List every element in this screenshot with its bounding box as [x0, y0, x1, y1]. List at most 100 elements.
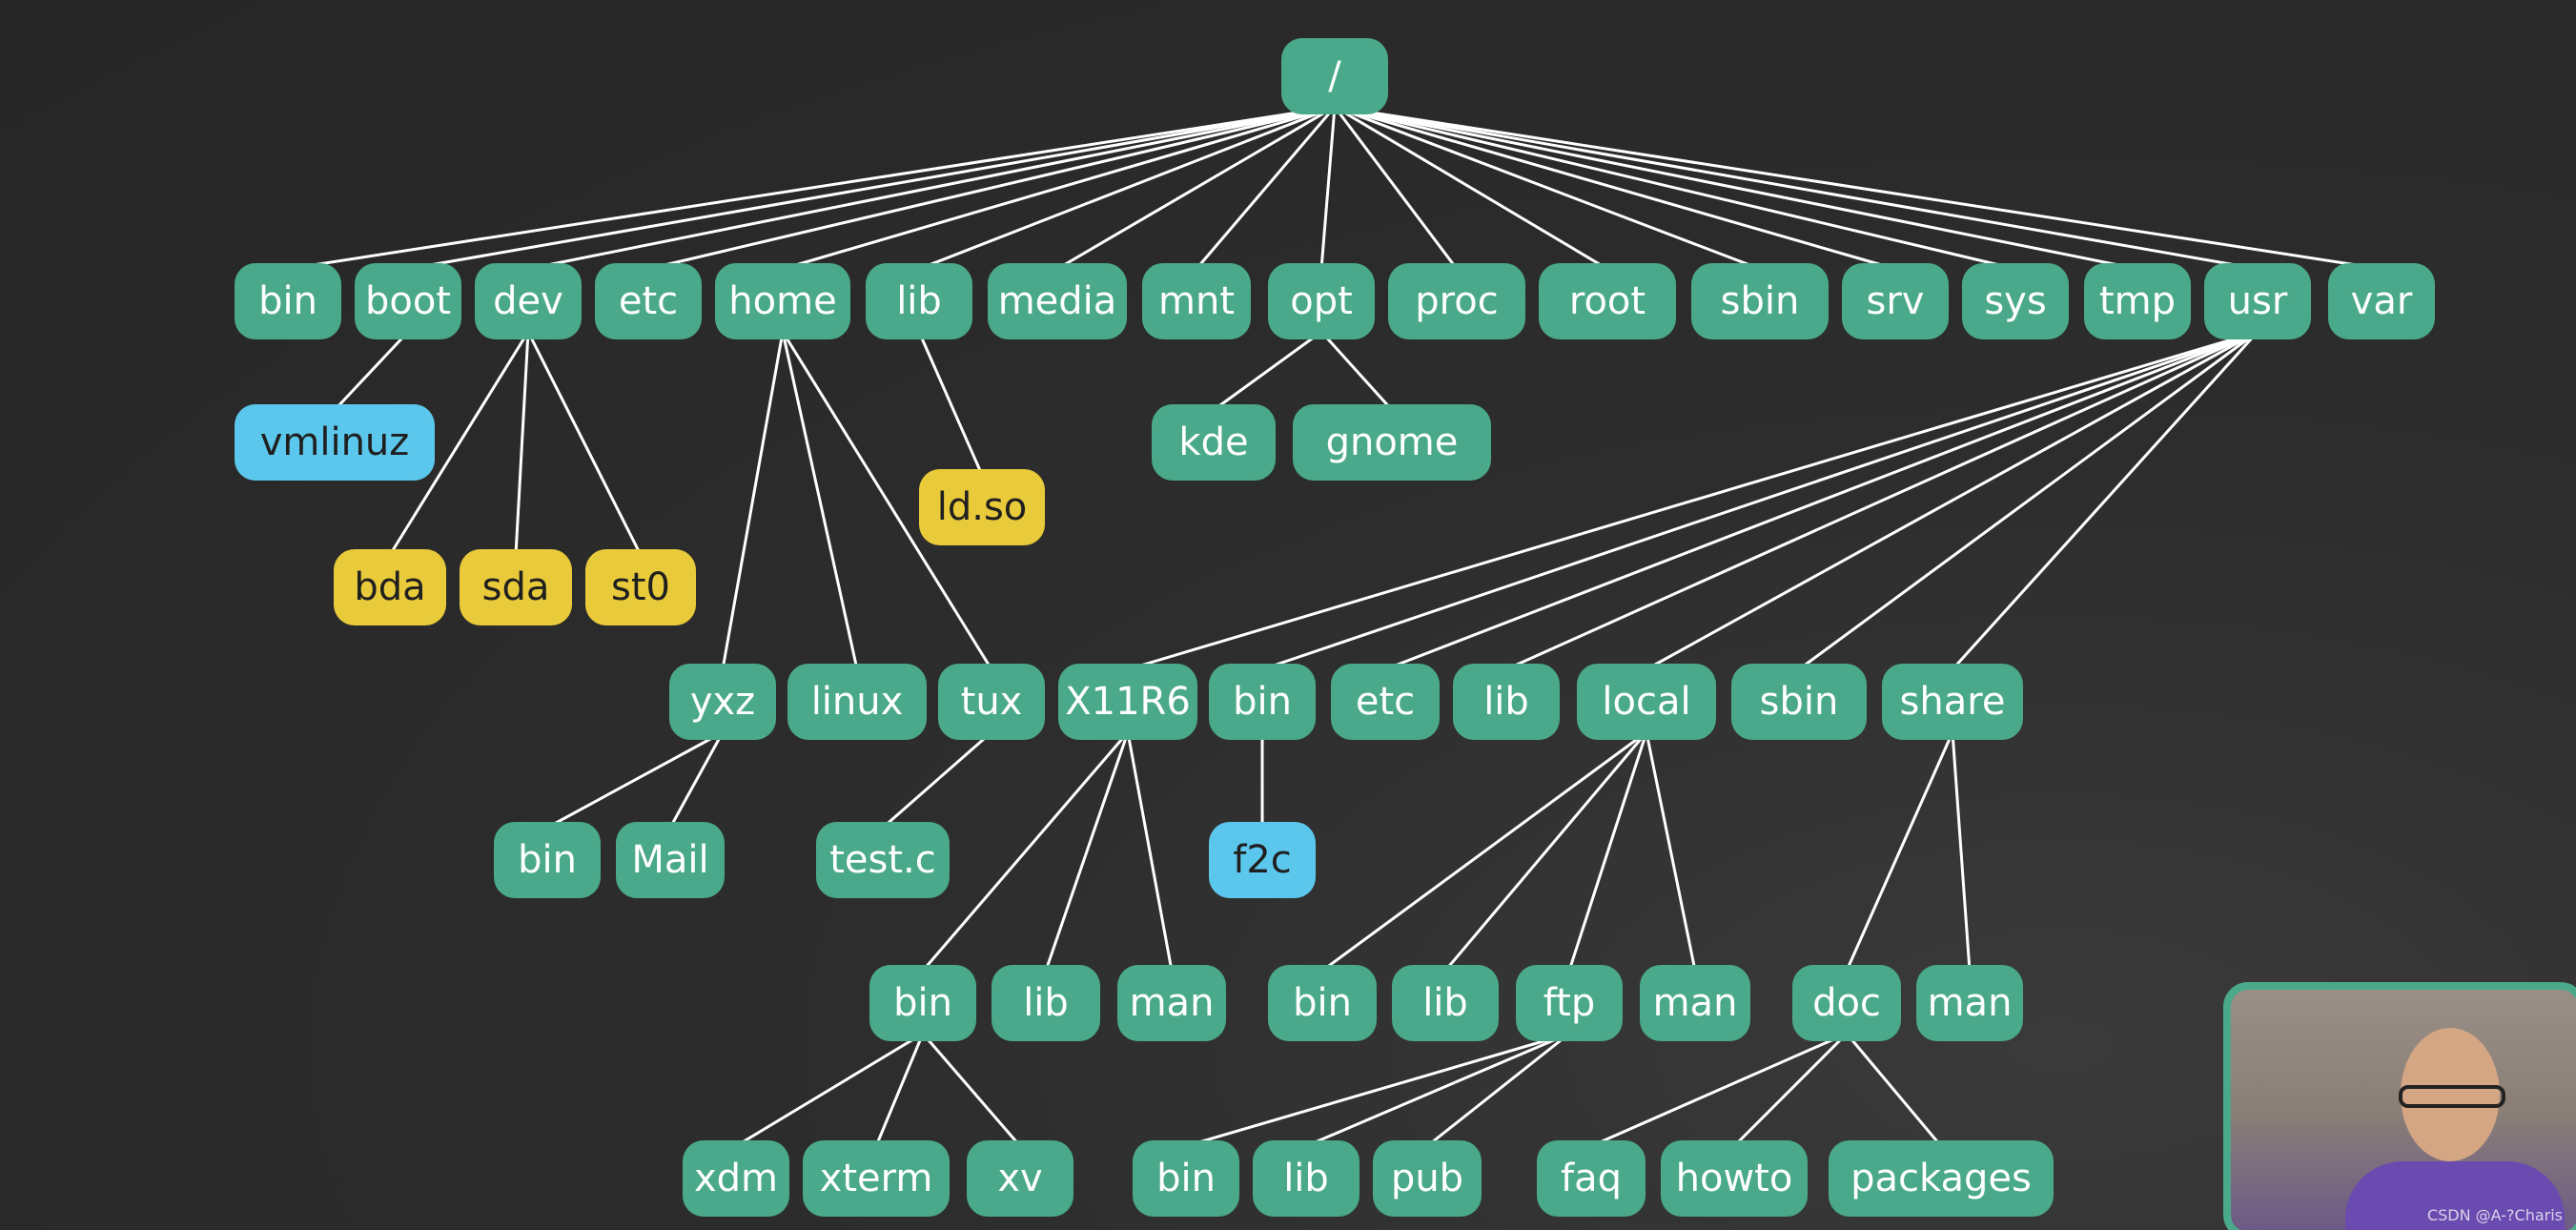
node-srv: srv — [1842, 263, 1949, 339]
node-faq: faq — [1537, 1140, 1646, 1217]
node-bin: bin — [494, 822, 601, 898]
edge-to-sbin — [1335, 107, 1760, 269]
node-sys: sys — [1962, 263, 2069, 339]
node-xdm: xdm — [683, 1140, 789, 1217]
node-local: local — [1577, 664, 1716, 740]
edge-to-var — [1335, 107, 2382, 269]
edge-to-tmp — [1335, 107, 2137, 269]
node-pub: pub — [1373, 1140, 1482, 1217]
node-x11r6: X11R6 — [1058, 664, 1197, 740]
edge-to-faq — [1591, 1034, 1847, 1146]
node-var: var — [2328, 263, 2435, 339]
node-man: man — [1916, 965, 2023, 1041]
node-dev: dev — [475, 263, 582, 339]
edge-to-bin — [1186, 1034, 1569, 1146]
node-xterm: xterm — [803, 1140, 950, 1217]
edge-to-etc — [648, 107, 1335, 269]
node-root: / — [1281, 38, 1388, 114]
node-tmp: tmp — [2084, 263, 2191, 339]
edge-to-packages — [1847, 1034, 1941, 1146]
edge-to-test-c — [883, 732, 992, 828]
edge-to-lib — [1506, 332, 2258, 669]
edge-to-st0 — [528, 332, 641, 555]
edge-to-kde — [1214, 332, 1321, 410]
node-home: home — [715, 263, 850, 339]
node-bin: bin — [1209, 664, 1316, 740]
edge-to-bin — [1262, 332, 2258, 669]
edge-to-yxz — [723, 332, 783, 669]
node-man: man — [1640, 965, 1750, 1041]
edge-to-xterm — [876, 1034, 923, 1146]
edge-to-xdm — [736, 1034, 923, 1146]
node-gnome: gnome — [1293, 404, 1491, 481]
edge-to-ftp — [1569, 732, 1646, 971]
edge-to-pub — [1427, 1034, 1569, 1146]
edge-to-lib — [1445, 732, 1646, 971]
edge-to-sbin — [1799, 332, 2258, 669]
presenter-glasses — [2399, 1085, 2505, 1108]
node-sda: sda — [460, 549, 572, 625]
edge-to-linux — [783, 332, 857, 669]
node-bin: bin — [235, 263, 341, 339]
edge-to-sda — [516, 332, 528, 555]
node-ftp: ftp — [1516, 965, 1623, 1041]
node-usr: usr — [2204, 263, 2311, 339]
node-sbin: sbin — [1691, 263, 1829, 339]
watermark-text: CSDN @A-?Charis — [2427, 1206, 2563, 1224]
node-test-c: test.c — [816, 822, 950, 898]
node-packages: packages — [1829, 1140, 2054, 1217]
edge-to-bin — [288, 107, 1335, 269]
edge-to-doc — [1847, 732, 1952, 971]
node-root: root — [1539, 263, 1676, 339]
edge-to-bin — [1322, 732, 1646, 971]
node-opt: opt — [1268, 263, 1375, 339]
edge-to-opt — [1321, 107, 1335, 269]
node-lib: lib — [1453, 664, 1560, 740]
edge-to-vmlinuz — [335, 332, 408, 410]
edge-to-xv — [923, 1034, 1020, 1146]
node-lib: lib — [866, 263, 972, 339]
node-mnt: mnt — [1142, 263, 1251, 339]
node-lib: lib — [992, 965, 1100, 1041]
edge-to-dev — [528, 107, 1335, 269]
edge-to-lib — [919, 107, 1335, 269]
edge-to-bin — [923, 732, 1128, 971]
node-linux: linux — [787, 664, 927, 740]
edge-to-man — [1128, 732, 1172, 971]
edge-to-man — [1952, 732, 1970, 971]
node-bin: bin — [1133, 1140, 1239, 1217]
node-media: media — [988, 263, 1127, 339]
node-boot: boot — [355, 263, 461, 339]
node-proc: proc — [1388, 263, 1525, 339]
node-bin: bin — [1268, 965, 1377, 1041]
node-bda: bda — [334, 549, 446, 625]
node-st0: st0 — [585, 549, 696, 625]
node-etc: etc — [595, 263, 702, 339]
node-lib: lib — [1253, 1140, 1360, 1217]
node-share: share — [1882, 664, 2023, 740]
node-lib: lib — [1392, 965, 1499, 1041]
node-doc: doc — [1792, 965, 1901, 1041]
node-f2c: f2c — [1209, 822, 1316, 898]
node-bin: bin — [869, 965, 976, 1041]
node-yxz: yxz — [669, 664, 776, 740]
node-tux: tux — [938, 664, 1045, 740]
edge-to-ld-so — [919, 332, 982, 475]
node-vmlinuz: vmlinuz — [235, 404, 435, 481]
edge-to-lib — [1306, 1034, 1569, 1146]
edge-to-etc — [1385, 332, 2258, 669]
node-kde: kde — [1152, 404, 1276, 481]
presenter-webcam — [2223, 982, 2576, 1230]
edge-to-local — [1646, 332, 2258, 669]
node-etc: etc — [1331, 664, 1440, 740]
node-man: man — [1117, 965, 1226, 1041]
edge-to-lib — [1046, 732, 1128, 971]
node-sbin: sbin — [1731, 664, 1867, 740]
node-howto: howto — [1661, 1140, 1808, 1217]
node-ld-so: ld.so — [919, 469, 1045, 545]
node-mail: Mail — [616, 822, 725, 898]
edge-to-man — [1646, 732, 1695, 971]
edge-to-x11r6 — [1128, 332, 2258, 669]
edge-to-srv — [1335, 107, 1895, 269]
